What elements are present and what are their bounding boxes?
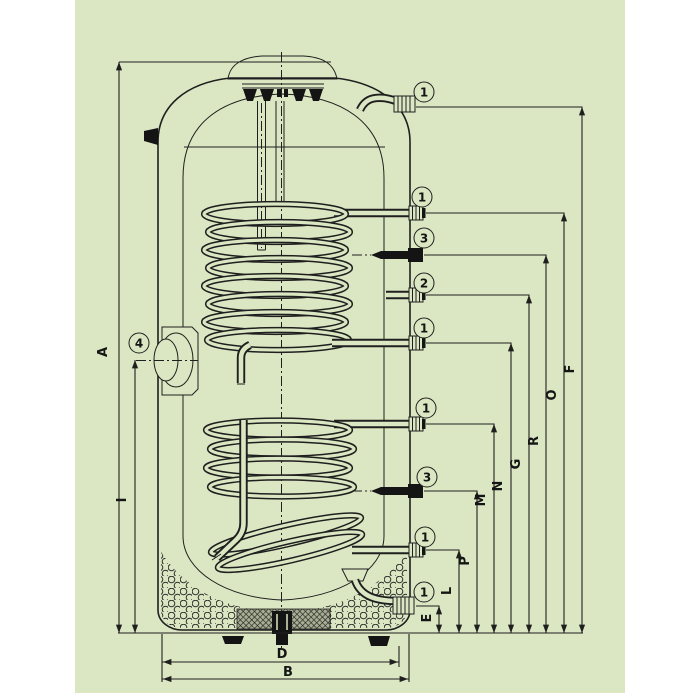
callout-badges: 1 1 3 2 1 1 3 1 1 4 bbox=[128, 81, 438, 603]
dim-label-L: L bbox=[440, 587, 455, 595]
dim-label-O: O bbox=[545, 389, 560, 400]
wall-ports bbox=[352, 205, 426, 558]
top-cap bbox=[227, 55, 338, 80]
callout-upper-thermowell: 3 bbox=[413, 227, 435, 249]
svg-text:2: 2 bbox=[420, 276, 428, 290]
svg-text:4: 4 bbox=[135, 336, 143, 350]
upper-coil bbox=[200, 200, 410, 385]
internal-pipes bbox=[257, 101, 285, 251]
svg-text:1: 1 bbox=[422, 401, 430, 415]
dim-label-G: G bbox=[509, 459, 524, 470]
inspection-flange bbox=[136, 326, 199, 396]
svg-text:1: 1 bbox=[420, 85, 428, 99]
dim-label-N: N bbox=[491, 481, 506, 492]
callout-upper-coil-inlet: 1 bbox=[411, 186, 433, 208]
dimension-lines bbox=[115, 61, 586, 683]
lower-thermowell bbox=[352, 484, 423, 498]
wall-bracket bbox=[144, 128, 158, 145]
svg-text:1: 1 bbox=[421, 530, 429, 544]
svg-text:1: 1 bbox=[418, 190, 426, 204]
svg-text:1: 1 bbox=[420, 321, 428, 335]
insulation-shell bbox=[157, 77, 411, 631]
dim-label-D: D bbox=[277, 647, 288, 662]
svg-text:3: 3 bbox=[423, 470, 431, 484]
dim-label-F: F bbox=[563, 365, 578, 374]
callout-inspection-flange: 4 bbox=[128, 332, 150, 354]
dim-label-E: E bbox=[420, 614, 435, 623]
bottom-fittings bbox=[222, 611, 390, 646]
dim-label-M: M bbox=[474, 494, 489, 507]
dimension-labels: A I E L P M N G R O F D B bbox=[96, 347, 578, 680]
dim-label-A: A bbox=[96, 347, 111, 357]
callout-middle-port: 2 bbox=[413, 272, 435, 294]
callout-lower-thermowell: 3 bbox=[416, 466, 438, 488]
lower-coil bbox=[202, 417, 410, 574]
callout-bottom-outlet: 1 bbox=[413, 581, 435, 603]
left-foot bbox=[222, 636, 244, 644]
port-nipple bbox=[386, 205, 426, 558]
callout-lower-coil-outlet: 1 bbox=[414, 526, 436, 548]
svg-text:3: 3 bbox=[420, 231, 428, 245]
callout-upper-coil-outlet: 1 bbox=[413, 317, 435, 339]
right-foot bbox=[368, 636, 390, 646]
bottom-foam-insulation bbox=[161, 552, 407, 628]
dim-label-I: I bbox=[115, 498, 130, 503]
upper-thermowell bbox=[352, 248, 423, 262]
top-outlet-elbow bbox=[356, 93, 416, 113]
dim-label-R: R bbox=[527, 436, 542, 446]
bottom-outlet-elbow bbox=[341, 568, 415, 615]
cap-fittings bbox=[242, 83, 324, 101]
svg-text:1: 1 bbox=[420, 585, 428, 599]
dim-label-B: B bbox=[283, 665, 293, 680]
inner-vessel bbox=[182, 93, 385, 601]
tank-body bbox=[144, 52, 411, 648]
callout-lower-coil-inlet: 1 bbox=[415, 397, 437, 419]
callout-top-outlet: 1 bbox=[413, 81, 435, 103]
dim-label-P: P bbox=[458, 556, 473, 566]
